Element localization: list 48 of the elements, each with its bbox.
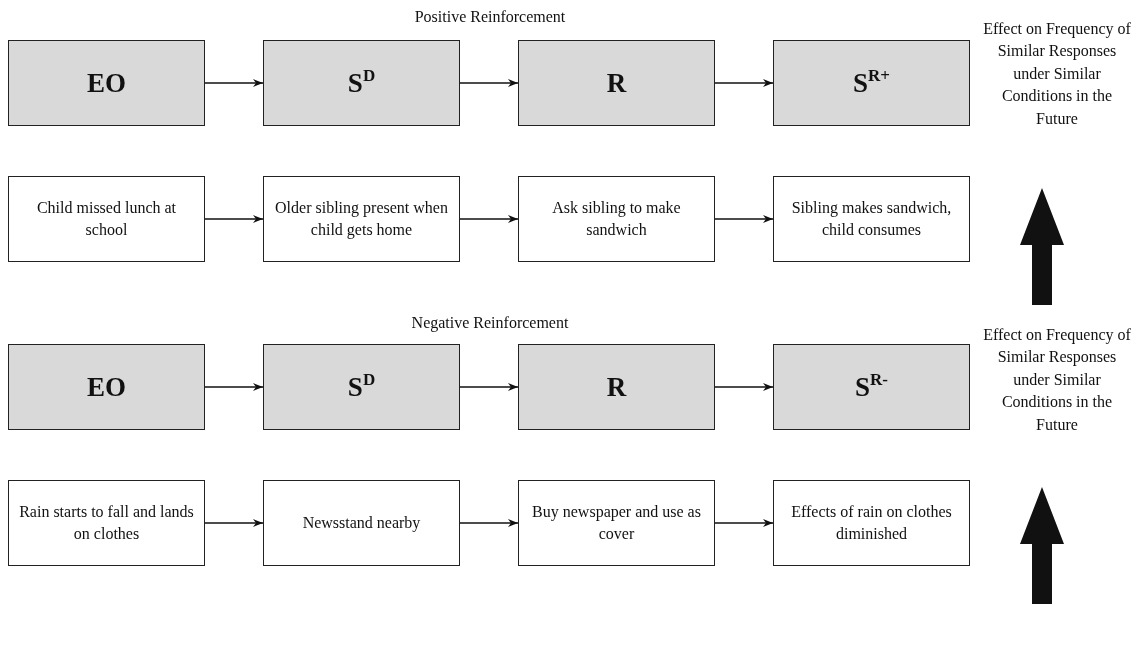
arrow (459, 215, 519, 223)
arrow (459, 383, 519, 391)
arrow (204, 519, 264, 527)
section-title: Positive Reinforcement (413, 7, 567, 27)
arrow (714, 79, 774, 87)
arrow (714, 215, 774, 223)
arrow (204, 79, 264, 87)
term-label: S$^{R-}$ (855, 371, 888, 403)
term-box (8, 40, 205, 126)
example-box (263, 176, 460, 262)
term-label: R (606, 371, 627, 403)
example-text: Newsstand nearby (302, 512, 421, 534)
term-label: R (606, 67, 627, 99)
term-label: EO (87, 67, 126, 99)
example-text: Buy newspaper and use as cover (531, 501, 702, 544)
example-box (8, 480, 205, 566)
term-label: EO (87, 371, 126, 403)
arrow (459, 519, 519, 527)
example-box (773, 176, 970, 262)
term-box (263, 344, 460, 430)
term-box (518, 40, 715, 126)
arrow (459, 79, 519, 87)
effect-note: Effect on Frequency of Similar Responses under Similar Conditions in the Future (982, 325, 1132, 435)
term-box (773, 344, 970, 430)
term-box (263, 40, 460, 126)
term-label: S$^{R+}$ (853, 67, 890, 99)
term-box (518, 344, 715, 430)
term-label: S$^{D}$ (347, 67, 376, 99)
example-text: Effects of rain on clothes diminished (790, 501, 953, 544)
effect-note: Effect on Frequency of Similar Responses under Similar Conditions in the Future (982, 19, 1132, 129)
term-box (773, 40, 970, 126)
example-box (773, 480, 970, 566)
arrow (204, 215, 264, 223)
arrow (714, 383, 774, 391)
example-text: Rain starts to fall and lands on clothes (18, 501, 195, 544)
term-label: S$^{D}$ (347, 371, 376, 403)
example-text: Ask sibling to make sandwich (551, 197, 682, 240)
arrow (204, 383, 264, 391)
example-text: Older sibling present when child gets home (274, 197, 449, 241)
section-title: Negative Reinforcement (410, 313, 570, 334)
example-box (518, 480, 715, 566)
arrow (714, 519, 774, 527)
example-box (263, 480, 460, 566)
example-text: Sibling makes sandwich, child consumes (790, 197, 953, 240)
term-box (8, 344, 205, 430)
example-box (518, 176, 715, 262)
example-text: Child missed lunch at school (35, 197, 178, 240)
example-box (8, 176, 205, 262)
